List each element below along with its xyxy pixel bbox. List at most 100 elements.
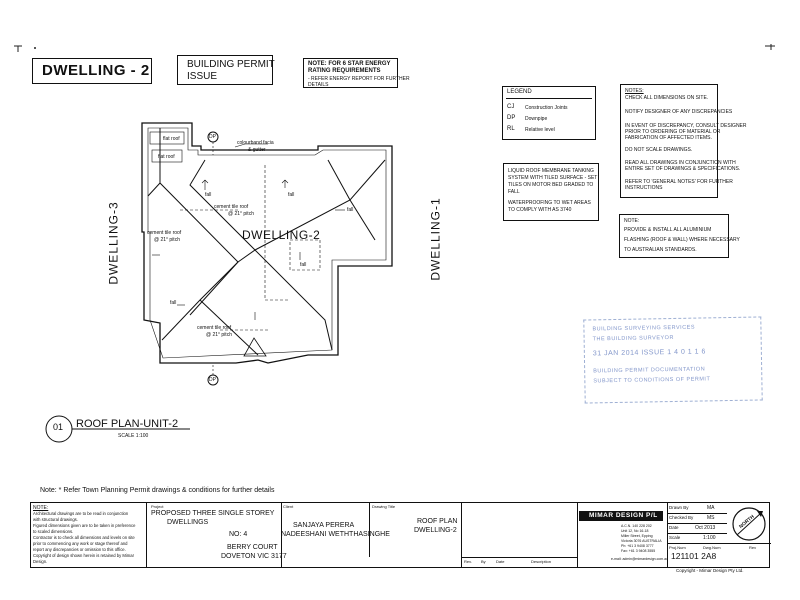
- company-name: MIMAR DESIGN P/L: [589, 512, 658, 519]
- flat-roof-label-1: flat roof: [163, 136, 180, 142]
- note-line: IN EVENT OF DISCREPANCY, CONSULT DESIGNE…: [625, 123, 747, 129]
- note-line: FABRICATION OF AFFECTED ITEMS.: [625, 135, 712, 141]
- roof-note-line: LIQUID ROOF MEMBRANE TANKING: [508, 168, 594, 174]
- description-label: Description: [531, 559, 552, 564]
- cement-roof-label-2: cement tile roof: [147, 230, 182, 236]
- company-address-line: Fax: +61 3 9408 3555: [621, 549, 656, 553]
- note-line: REFER TO 'GENERAL NOTES' FOR FURTHER: [625, 179, 733, 185]
- stamp-line: BUILDING SURVEYING SERVICES: [592, 324, 696, 333]
- general-note-line: prior to commencing any work or stage th…: [33, 541, 128, 546]
- energy-line-3: - REFER ENERGY REPORT FOR FURTHER: [308, 76, 410, 82]
- by-label: By: [481, 559, 486, 564]
- checked-by-value: MS: [707, 515, 715, 521]
- legend-text-rl: Relative level: [525, 127, 555, 133]
- legend-title: LEGEND: [507, 89, 532, 95]
- company-address-line: Ph: +61 3 9408 3777: [621, 544, 654, 548]
- energy-line-1: NOTE: FOR 6 STAR ENERGY: [308, 61, 391, 67]
- stamp-line: BUILDING PERMIT DOCUMENTATION: [593, 366, 706, 375]
- note-line: PRIOR TO ORDERING OF MATERIAL OR: [625, 129, 721, 135]
- roof-membrane-note: LIQUID ROOF MEMBRANE TANKING SYSTEM WITH…: [503, 163, 599, 221]
- stamp-line: THE BUILDING SURVEYOR: [592, 334, 674, 343]
- copyright-line: Copyright - Mimar Design Pty Ltd.: [676, 568, 744, 573]
- address-line-1: NO: 4: [229, 531, 248, 538]
- company-logo: [579, 511, 663, 521]
- rev-label: Rev.: [464, 559, 472, 564]
- roof-note-line: SYSTEM WITH TILED SURFACE - SET: [508, 175, 598, 181]
- note-line: NOTIFY DESIGNER OF ANY DISCREPANCIES: [625, 109, 733, 115]
- stamp-line: SUBJECT TO CONDITIONS OF PERMIT: [593, 376, 711, 385]
- drawing-title-line-2: DWELLING-2: [414, 527, 457, 534]
- alu-note-line: FLASHING (ROOF & WALL) WHERE NECESSARY: [624, 237, 740, 243]
- permit-line-2: ISSUE: [187, 71, 218, 82]
- scale-value: 1:100: [703, 535, 716, 541]
- client-label: Client: [283, 504, 294, 509]
- alu-note-line: TO AUSTRALIAN STANDARDS.: [624, 247, 697, 253]
- general-notes-cell: NOTE: Architectural drawings are to be r…: [31, 503, 147, 567]
- address-line-2: BERRY COURT: [227, 544, 278, 551]
- fall-label: fall: [300, 262, 307, 268]
- drawing-scale: SCALE 1:100: [118, 433, 149, 439]
- dp-label: DP: [209, 134, 216, 140]
- client-line-1: SANJAYA PERERA: [293, 522, 355, 529]
- general-note-line: Architectural drawings are to be read in…: [33, 511, 129, 516]
- permit-line-1: BUILDING PERMIT: [187, 59, 275, 70]
- drawing-number: 01: [53, 422, 64, 432]
- legend-code-cj: CJ: [507, 104, 515, 110]
- rev-field-label: Rev: [749, 545, 757, 550]
- aluminium-note: NOTE: PROVIDE & INSTALL ALL ALUMINIUM FL…: [619, 214, 740, 258]
- note-line: CHECK ALL DIMENSIONS ON SITE.: [625, 95, 709, 101]
- note-line: READ ALL DRAWINGS IN CONJUNCTION WITH: [625, 160, 736, 166]
- roof-note-line: WATERPROOFING TO WET AREAS: [508, 200, 591, 206]
- town-planning-note: Note: * Refer Town Planning Permit drawi…: [40, 487, 275, 494]
- dp-label: DP: [209, 377, 216, 383]
- drawing-number-value: 121101 2A8: [671, 551, 717, 561]
- checked-by-label: Checked By: [669, 515, 694, 520]
- cement-roof-label-1: cement tile roof: [214, 204, 249, 210]
- legend-text-dp: Downpipe: [525, 116, 548, 122]
- plan-center-label: DWELLING-2: [242, 228, 321, 242]
- pitch-label-1: @ 21° pitch: [228, 211, 254, 217]
- legend-text-cj: Construction Joints: [525, 105, 568, 111]
- legend-code-rl: RL: [507, 126, 515, 132]
- energy-line-2: RATING REQUIREMENTS: [308, 68, 381, 74]
- cement-roof-label-3: cement tile roof: [197, 325, 232, 331]
- building-permit-box: BUILDING PERMIT ISSUE: [177, 55, 275, 85]
- energy-line-4: DETAILS: [308, 82, 329, 88]
- north-arrow-icon: [732, 507, 766, 541]
- flat-roof-label-2: flat roof: [158, 154, 175, 160]
- roof-note-line: TILES ON MOTOR BED GRADED TO: [508, 182, 594, 188]
- dwelling-title: DWELLING - 2: [42, 62, 150, 79]
- company-address-line: A.C.N. 140 228 202: [621, 524, 652, 528]
- title-block: NOTE: Architectural drawings are to be r…: [30, 502, 771, 568]
- legend-code-dp: DP: [507, 115, 516, 121]
- dwelling-title-box: DWELLING - 2: [32, 58, 152, 84]
- energy-note-box: NOTE: FOR 6 STAR ENERGY RATING REQUIREME…: [303, 58, 410, 88]
- fall-label: fall: [347, 207, 354, 213]
- gutter-label: & gutter: [248, 147, 266, 153]
- drawn-by-label: Drawn By: [669, 505, 689, 510]
- general-note-line: with structural drawings.: [33, 517, 78, 522]
- drawing-title-line-1: ROOF PLAN: [417, 518, 458, 525]
- company-address-line: e-mail: admin@mimardesign.com.au: [611, 557, 669, 561]
- project-line-1: PROPOSED THREE SINGLE STOREY: [151, 510, 275, 517]
- proj-num-label: Proj.Num: [669, 545, 686, 550]
- project-label: Project: [151, 504, 164, 509]
- fall-label: fall: [205, 192, 212, 198]
- legend-box: LEGEND CJ Construction Joints DP Downpip…: [502, 86, 596, 140]
- date-field-label: Date: [669, 525, 679, 530]
- date-value: Oct 2013: [695, 525, 716, 531]
- notes-title: NOTES:: [625, 88, 644, 94]
- drawing-title: ROOF PLAN-UNIT-2: [76, 418, 179, 430]
- drawing-title-label: Drawing Title: [372, 504, 396, 509]
- fall-label: fall: [170, 300, 177, 306]
- roof-note-line: TO COMPLY WITH AS 3740: [508, 207, 572, 213]
- general-note-line: Contractor is to check all dimensions an…: [33, 535, 135, 540]
- general-note-line: report any discrepancies or omission to …: [33, 547, 126, 552]
- roof-note-line: FALL: [508, 189, 520, 195]
- dwg-num-label: Dwg.Num: [703, 545, 721, 550]
- note-line: INSTRUCTIONS: [625, 185, 663, 191]
- fall-label: fall: [288, 192, 295, 198]
